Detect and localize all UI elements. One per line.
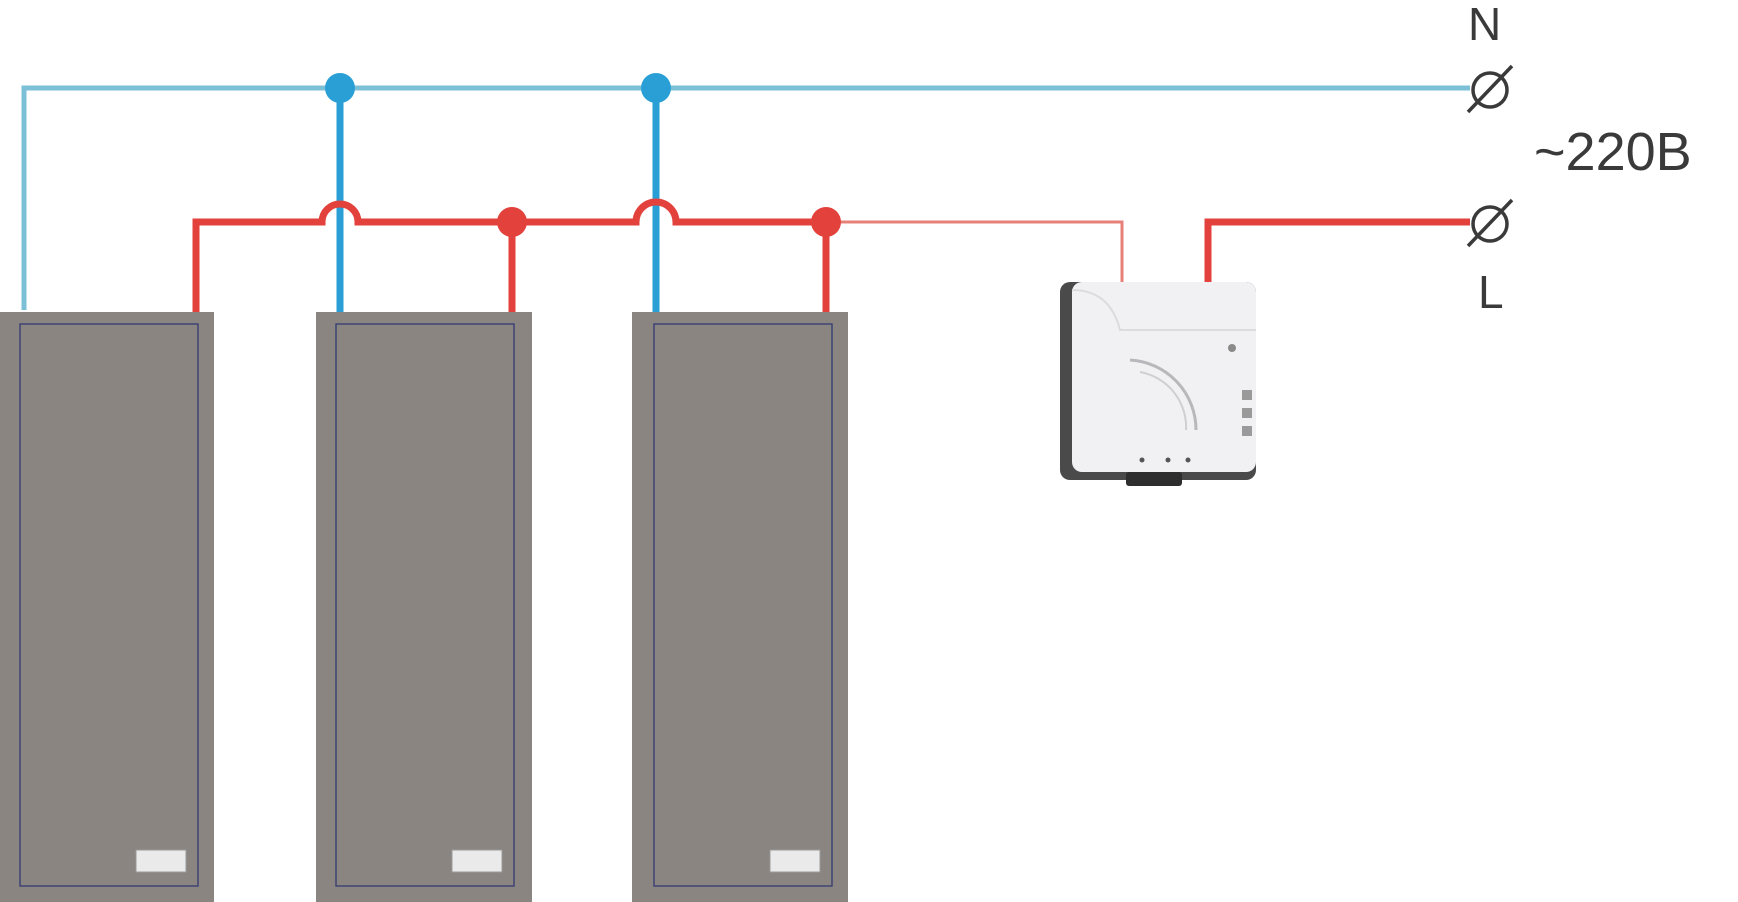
voltage-label: ~220B xyxy=(1534,122,1692,182)
heater-panel-2 xyxy=(316,312,532,902)
line-junction-2 xyxy=(811,207,841,237)
line-wire xyxy=(192,198,1470,312)
neutral-wire xyxy=(21,73,1470,312)
neutral-junction-2 xyxy=(641,73,671,103)
panel-label-plate xyxy=(451,849,503,873)
heater-panel-1 xyxy=(0,312,214,902)
neutral-label: N xyxy=(1468,0,1501,50)
neutral-terminal xyxy=(1466,64,1514,114)
line-terminal xyxy=(1466,198,1514,248)
panel-label-plate xyxy=(769,849,821,873)
panel-label-plate xyxy=(135,849,187,873)
thermostat-icon xyxy=(1060,282,1256,486)
line-label: L xyxy=(1478,266,1504,318)
line-junction-1 xyxy=(497,207,527,237)
neutral-junction-1 xyxy=(325,73,355,103)
heater-panel-3 xyxy=(632,312,848,902)
